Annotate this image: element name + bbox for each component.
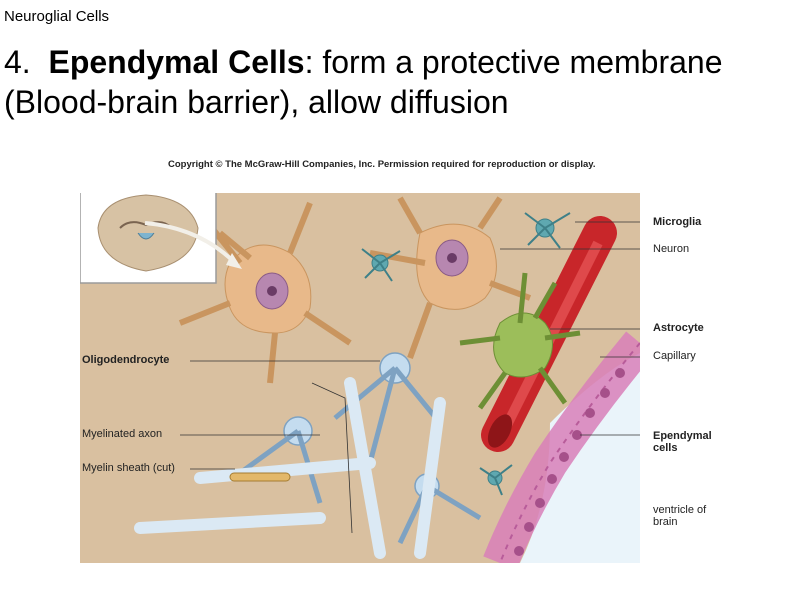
- label-astrocyte: Astrocyte: [653, 322, 704, 334]
- label-neuron: Neuron: [653, 243, 690, 255]
- myelin-sheath-cut: [229, 472, 291, 482]
- label-microglia: Microglia: [653, 216, 702, 228]
- myelinated-axons: [134, 377, 446, 559]
- neuron-right: [369, 196, 532, 360]
- headline-number: 4.: [4, 44, 31, 80]
- neuron-left: [178, 201, 352, 384]
- label-myelinated-axon: Myelinated axon: [82, 428, 163, 440]
- figure-copyright: Copyright © The McGraw-Hill Companies, I…: [168, 159, 596, 170]
- ependymal-cell-layer: [483, 331, 640, 563]
- label-oligodendrocyte: Oligodendrocyte: [82, 354, 170, 366]
- slide-kicker: Neuroglial Cells: [4, 8, 110, 25]
- microglia: [361, 212, 571, 496]
- headline-term: Ependymal Cells: [48, 44, 305, 80]
- neuroglia-illustration: [80, 193, 640, 563]
- slide-headline: 4. Ependymal Cells: form a protective me…: [4, 42, 794, 122]
- label-myelin-sheath: Myelin sheath (cut): [82, 462, 175, 474]
- brain-inset: [80, 193, 242, 284]
- astrocyte: [459, 272, 581, 410]
- headline-definition: : form a protective membrane (Blood-brai…: [4, 44, 723, 120]
- label-capillary: Capillary: [653, 350, 696, 362]
- leader-lines: [180, 221, 640, 534]
- inset-pointer-arrow: [144, 221, 237, 265]
